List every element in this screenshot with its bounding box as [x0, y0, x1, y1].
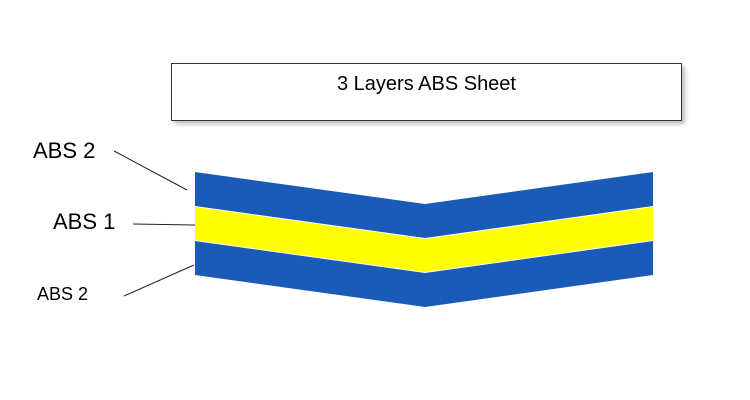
top-label-leader [113, 150, 188, 191]
label-middle-abs1: ABS 1 [53, 209, 116, 234]
title-box: 3 Layers ABS Sheet [171, 63, 682, 121]
label-bottom-abs2: ABS 2 [37, 284, 89, 304]
middle-abs1-layer [195, 207, 653, 272]
diagram-title: 3 Layers ABS Sheet [336, 73, 516, 95]
bottom-label-leader [123, 264, 195, 297]
middle-label-leader [132, 223, 196, 226]
top-abs2-layer [195, 172, 653, 238]
label-top-abs2: ABS 2 [33, 138, 96, 163]
bottom-abs2-layer [195, 241, 653, 307]
